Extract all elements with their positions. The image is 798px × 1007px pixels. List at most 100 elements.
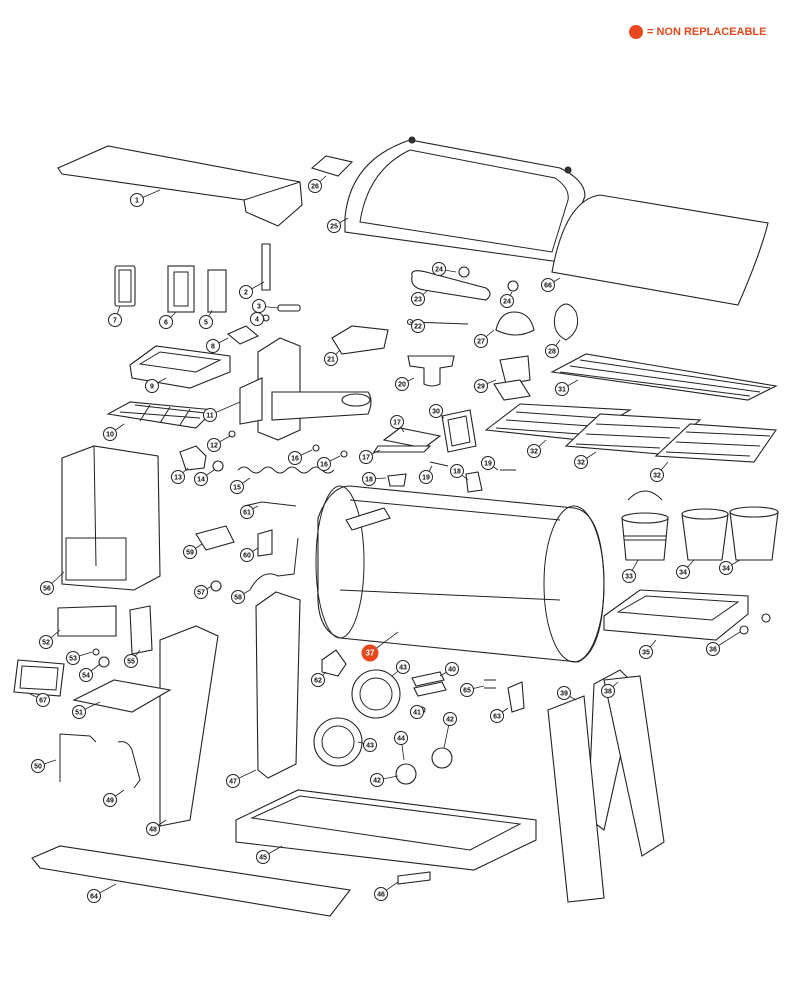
callout-badge (171, 470, 185, 484)
callout: 52 (39, 629, 61, 649)
callout: 49 (103, 789, 125, 807)
callout-number: 30 (432, 409, 440, 416)
callout: 32 (527, 439, 547, 458)
callout-number: 6 (164, 320, 168, 327)
callout: 35 (639, 639, 657, 659)
callout-number: 16 (291, 456, 299, 463)
callout: 25 (327, 217, 349, 233)
part-chimney-pipe (499, 355, 531, 385)
callout: 55 (124, 649, 141, 668)
callout-number: 60 (243, 553, 251, 560)
callout-number: 20 (398, 382, 406, 389)
part-cover-plate (207, 269, 227, 313)
callout-number: 41 (413, 710, 421, 717)
callout: 65 (460, 683, 485, 697)
callout-badge (72, 705, 86, 719)
callout-badge (719, 561, 733, 575)
callout: 7 (108, 305, 122, 327)
callout: 14 (194, 469, 215, 486)
callout: 34 (676, 559, 695, 579)
callout-number: 14 (197, 477, 205, 484)
callout: 42 (443, 712, 457, 749)
callout-badge (79, 668, 93, 682)
part-fan (195, 525, 235, 551)
callout-badge (183, 545, 197, 559)
callout-number: 39 (560, 691, 568, 698)
callout: 27 (474, 329, 495, 348)
callout-number: 62 (314, 678, 322, 685)
part-bucket-liner (681, 513, 729, 561)
parts-drawing (13, 136, 779, 917)
part-bucket-liner (729, 511, 779, 561)
callout: 57 (194, 585, 213, 599)
callout-badge (390, 415, 404, 429)
part-grease-bucket (621, 517, 669, 561)
callout-number: 34 (679, 570, 687, 577)
callout-number: 52 (42, 640, 50, 647)
callout-number: 3 (257, 304, 261, 311)
callout-badge (361, 644, 379, 662)
part-hopper (61, 445, 161, 591)
callout-badge (124, 654, 138, 668)
callout-badge (146, 822, 160, 836)
callout: 56 (40, 571, 65, 595)
part-motor (179, 445, 207, 471)
part-access-plate (441, 409, 477, 453)
callout: 17 (390, 415, 405, 433)
callout: 24 (432, 262, 457, 276)
callout-number: 67 (39, 698, 47, 705)
part-cooking-barrel (317, 485, 605, 663)
callout: 44 (394, 731, 408, 761)
callout-number: 34 (722, 566, 730, 573)
callout-badge (555, 382, 569, 396)
callout-badge (541, 278, 555, 292)
callout: 5 (199, 309, 213, 329)
callout-badge (39, 635, 53, 649)
callout: 32 (650, 461, 669, 482)
callout: 32 (574, 451, 597, 469)
callout-number: 50 (34, 764, 42, 771)
part-lid-handle (411, 270, 491, 301)
callout-number: 24 (503, 299, 511, 306)
callout: 30 (429, 404, 445, 419)
callout-number: 48 (149, 827, 157, 834)
callout-badge (239, 285, 253, 299)
callout-badge (324, 352, 338, 366)
callout: 18 (450, 464, 469, 481)
part-hopper-plate (167, 265, 195, 313)
callout-number: 21 (327, 357, 335, 364)
callout-badge (622, 569, 636, 583)
callout-badge (650, 468, 664, 482)
part-chimney-base (407, 355, 455, 387)
part-gasket (114, 265, 136, 307)
callout-badge (36, 693, 50, 707)
callout: 38 (601, 681, 619, 698)
callout-badge (639, 645, 653, 659)
callout-number: 54 (82, 673, 90, 680)
callout: 22 (409, 319, 425, 333)
callout-badge (481, 456, 495, 470)
callout-badge (601, 684, 615, 698)
callout-number: 15 (233, 485, 241, 492)
callout: 50 (31, 759, 57, 773)
callout-number: 9 (150, 384, 154, 391)
callout-badge (374, 887, 388, 901)
callout-number: 47 (229, 779, 237, 786)
callout: 15 (230, 477, 251, 494)
callout-number: 43 (399, 665, 407, 672)
legend-label: = NON REPLACEABLE (647, 26, 767, 38)
callout-badge (474, 379, 488, 393)
callout-number: 55 (127, 659, 135, 666)
callout: 29 (474, 379, 497, 393)
callout-badge (450, 464, 464, 478)
callout-number: 37 (366, 649, 375, 658)
callout-badge (362, 472, 376, 486)
callout-number: 63 (493, 714, 501, 721)
callout-badge (394, 731, 408, 745)
part-axle (411, 671, 445, 687)
part-hopper-bracket (331, 325, 389, 355)
callout-badge (250, 312, 264, 326)
callout-badge (411, 319, 425, 333)
callout-number: 1 (135, 198, 139, 205)
